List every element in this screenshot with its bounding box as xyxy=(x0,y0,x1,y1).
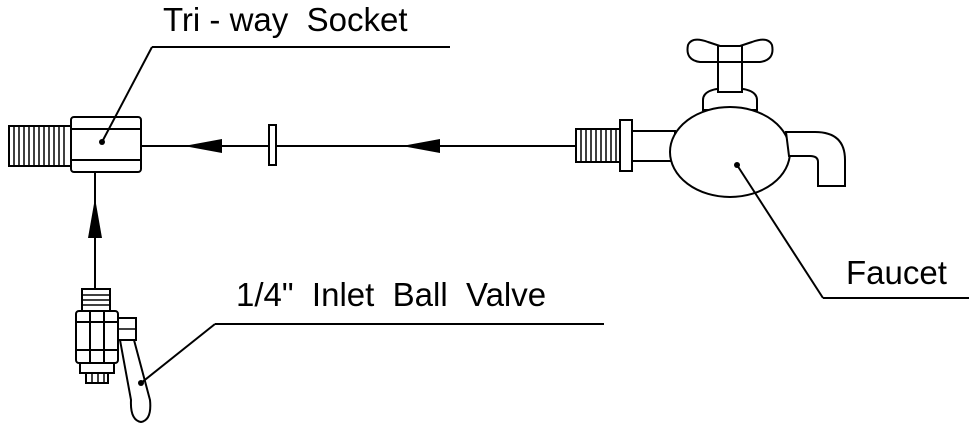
inlet-ball-valve-label: 1/4" Inlet Ball Valve xyxy=(236,276,546,313)
valve-to-socket-line xyxy=(88,172,102,289)
flow-arrow-left-2 xyxy=(402,139,440,153)
inlet-ball-valve xyxy=(75,288,152,424)
flow-arrow-up xyxy=(88,198,102,238)
socket-thread-marks xyxy=(13,126,65,166)
tri-way-socket-label: Tri - way Socket xyxy=(163,1,408,38)
washer xyxy=(268,124,277,166)
faucet xyxy=(575,38,846,198)
tri-way-socket-callout: Tri - way Socket xyxy=(101,1,450,143)
faucet-label: Faucet xyxy=(846,254,947,291)
faucet-callout: Faucet xyxy=(736,164,969,299)
inlet-ball-valve-callout: 1/4" Inlet Ball Valve xyxy=(140,276,604,384)
flow-arrow-left-1 xyxy=(184,139,222,153)
faucet-to-socket-line xyxy=(141,124,576,166)
tri-way-socket xyxy=(8,116,142,173)
